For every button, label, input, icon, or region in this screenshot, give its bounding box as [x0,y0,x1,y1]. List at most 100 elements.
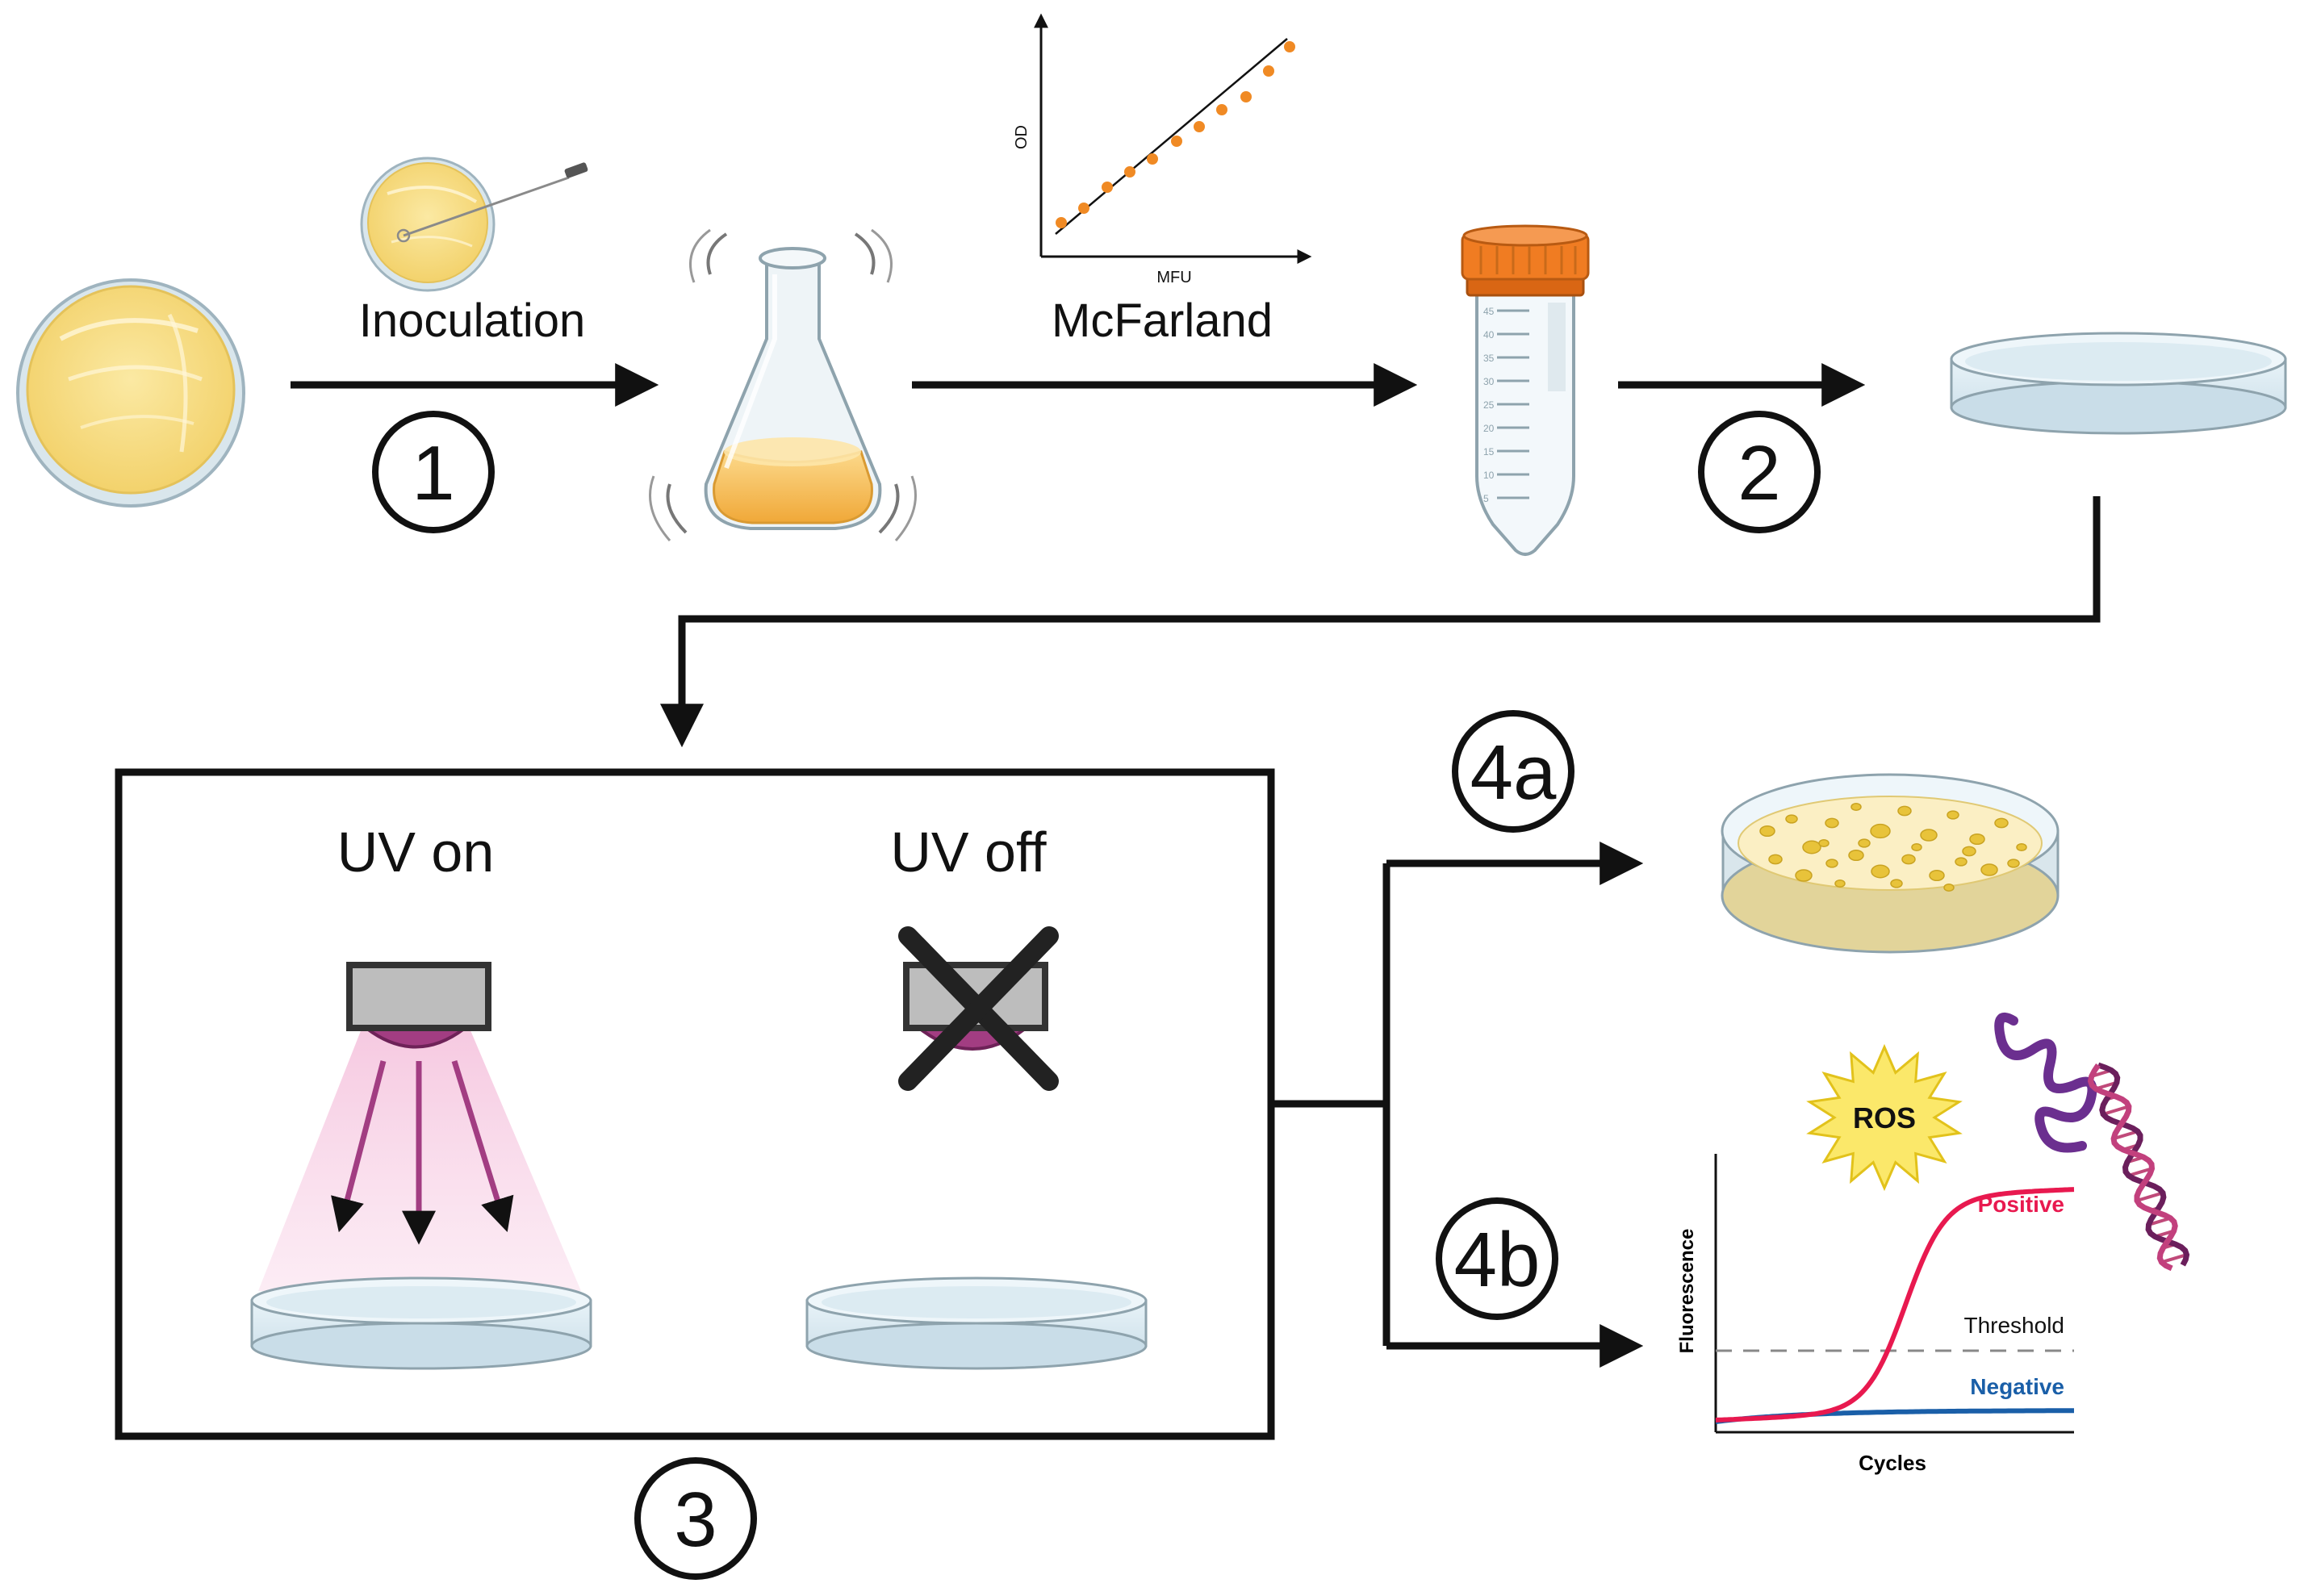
tube-tick-label: 35 [1483,353,1495,364]
qpcr-ylabel: Fluorescence [1676,1229,1698,1354]
tube-graduations: 45 40 35 30 25 20 15 10 5 [1483,306,1529,504]
colony [1785,814,1798,824]
svg-text:4b: 4b [1454,1217,1541,1303]
qpcr-xlabel: Cycles [1859,1451,1926,1475]
colony [1768,854,1783,865]
colonies [1759,803,2027,892]
tube-tick-label: 40 [1483,329,1495,341]
dish-uv-off-icon [805,1276,1148,1370]
colony [1834,879,1846,888]
dna-strand [2097,1062,2190,1267]
agar-plate-icon [16,278,245,508]
tube-tick-label: 20 [1483,423,1495,434]
step-4b-badge: 4b [1436,1197,1558,1320]
dna-rung [2160,1253,2188,1264]
dna-rung [2127,1167,2153,1177]
step-2-badge: 2 [1698,411,1821,533]
empty-dish-icon [1950,332,2287,435]
tube-tick-label: 5 [1483,493,1489,504]
tube-tick-label: 25 [1483,399,1495,411]
colony [1825,817,1839,829]
tube-tick-label: 30 [1483,376,1495,387]
colony [1871,864,1890,879]
svg-text:1: 1 [412,430,454,516]
colony [1911,843,1922,851]
colony [1848,849,1864,862]
flask-icon [649,228,917,541]
mcfarland-point [1284,41,1295,52]
mcfarland-label: McFarland [1052,295,1273,347]
mcfarland-ylabel: OD [1013,125,1031,149]
colony [1901,854,1916,865]
mcfarland-point [1216,104,1227,115]
mcfarland-point [1171,136,1182,147]
colony [1850,803,1862,811]
dna-rung [2136,1191,2164,1202]
falcon-tube-icon: 45 40 35 30 25 20 15 10 5 [1461,224,1590,556]
colony [1943,884,1955,892]
step-1-badge: 1 [372,411,495,533]
colony [1890,879,1903,888]
colony [1870,823,1891,839]
rna-icon [1994,1013,2097,1153]
ros-label: ROS [1853,1101,1916,1134]
step-3-badge: 3 [634,1457,757,1580]
dish-uv-on-icon [250,1276,592,1370]
positive-label: Positive [1978,1192,2064,1217]
colony [1955,857,1968,867]
colony [1897,805,1912,817]
mcfarland-point [1102,182,1113,193]
threshold-label: Threshold [1963,1313,2064,1338]
uv-lamp-on-icon [258,962,581,1291]
svg-text:3: 3 [674,1477,717,1563]
connector-to-step-3 [660,496,2101,748]
svg-text:2: 2 [1738,430,1780,516]
mcfarland-point [1263,65,1274,77]
inoculation-label: Inoculation [359,295,586,347]
negative-label: Negative [1970,1374,2064,1399]
tube-tick-label: 10 [1483,470,1495,481]
colony [2016,843,2027,851]
colony [1818,839,1830,847]
positive-curve [1715,1187,2075,1423]
colony [1825,859,1838,868]
colony [1929,869,1945,882]
colony [1802,840,1821,854]
tube-tick-label: 45 [1483,306,1495,317]
ros-burst-icon: ROS [1806,1043,1963,1192]
mcfarland-point [1078,203,1089,214]
colony [1920,829,1938,842]
mcfarland-point [1240,91,1252,102]
mcfarland-point [1124,166,1135,178]
dna-helix-icon [2087,1062,2190,1272]
qpcr-chart: Positive Threshold Negative Fluorescence… [1676,1154,2075,1475]
dna-rung [2113,1130,2139,1141]
uv-off-label: UV off [890,821,1047,884]
colony [1795,869,1813,882]
mcfarland-plot: OD MFU [1013,13,1312,286]
colony [1858,838,1871,848]
colony [1994,817,2009,829]
colony [1980,863,1998,876]
dna-strand [2087,1063,2178,1272]
colony-plate-icon [1721,773,2060,954]
mcfarland-point [1056,217,1067,228]
mcfarland-point [1147,153,1158,165]
colony [1759,825,1775,838]
colony [1962,846,1976,857]
dna-rung [2102,1105,2130,1116]
branch-connector [1271,842,1644,1368]
colony [1947,810,1959,820]
tube-tick-label: 15 [1483,446,1495,457]
uv-lamp-off-icon [898,926,1059,1091]
uv-on-label: UV on [337,821,495,884]
colony [1969,833,1985,846]
svg-text:4a: 4a [1470,729,1557,816]
colony [2007,859,2020,868]
mcfarland-points [1056,41,1295,228]
mcfarland-xlabel: MFU [1156,269,1191,286]
inoculation-loop-icon [360,157,588,292]
step-4a-badge: 4a [1452,710,1574,833]
mcfarland-point [1194,121,1205,132]
